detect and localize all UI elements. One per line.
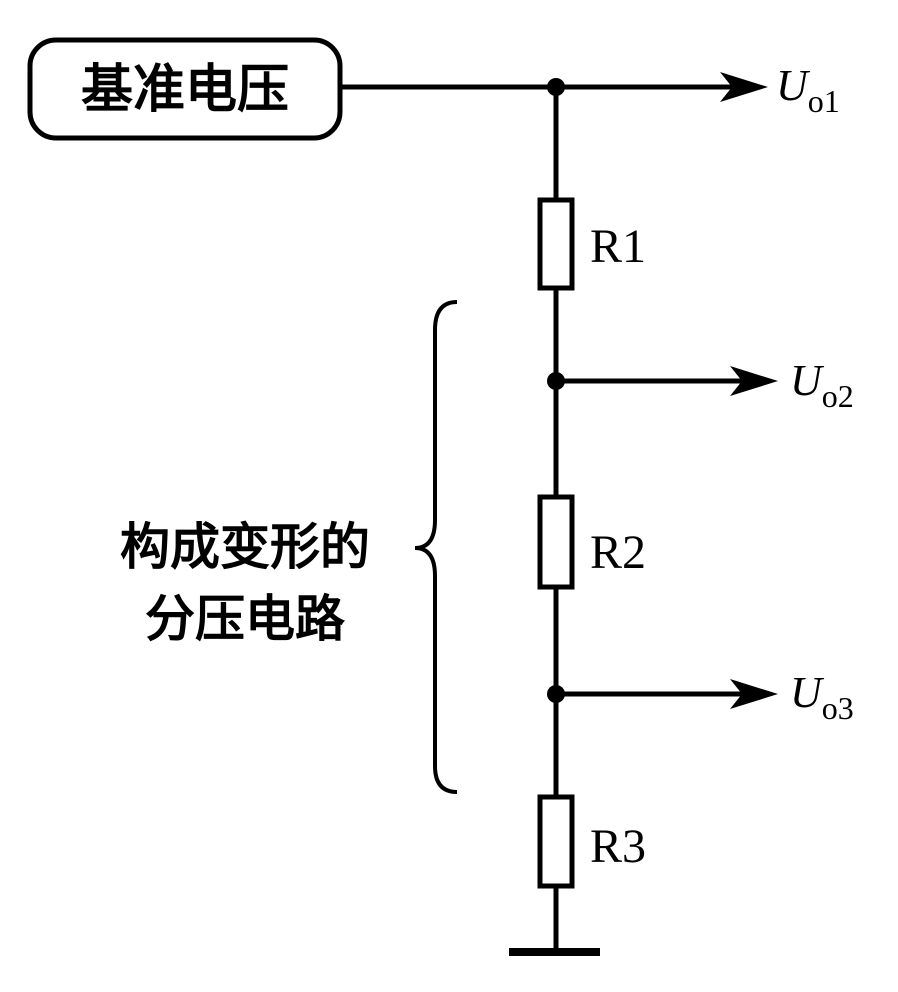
- curly-brace: [414, 300, 458, 794]
- arrow-uo3: [730, 679, 778, 709]
- reference-voltage-box: 基准电压: [27, 37, 343, 141]
- brace-annotation-line1: 构成变形的: [120, 518, 370, 576]
- junction-dot-top: [547, 78, 565, 96]
- resistor-r2-label: R2: [590, 526, 646, 579]
- arrow-uo2: [730, 366, 778, 396]
- output-label-uo3: Uo3: [790, 668, 854, 726]
- junction-dot-middle: [547, 372, 565, 390]
- arrow-uo1: [720, 72, 768, 102]
- resistor-r1: [537, 197, 575, 291]
- output-label-uo1: Uo1: [776, 61, 840, 119]
- output-label-uo2: Uo2: [790, 356, 854, 414]
- resistor-r3: [537, 794, 575, 889]
- resistor-r1-label: R1: [590, 220, 646, 273]
- reference-voltage-label: 基准电压: [81, 60, 289, 120]
- resistor-r3-label: R3: [590, 820, 646, 873]
- brace-annotation-line2: 分压电路: [145, 590, 346, 648]
- resistor-r2: [537, 494, 575, 590]
- junction-dot-bottom: [547, 685, 565, 703]
